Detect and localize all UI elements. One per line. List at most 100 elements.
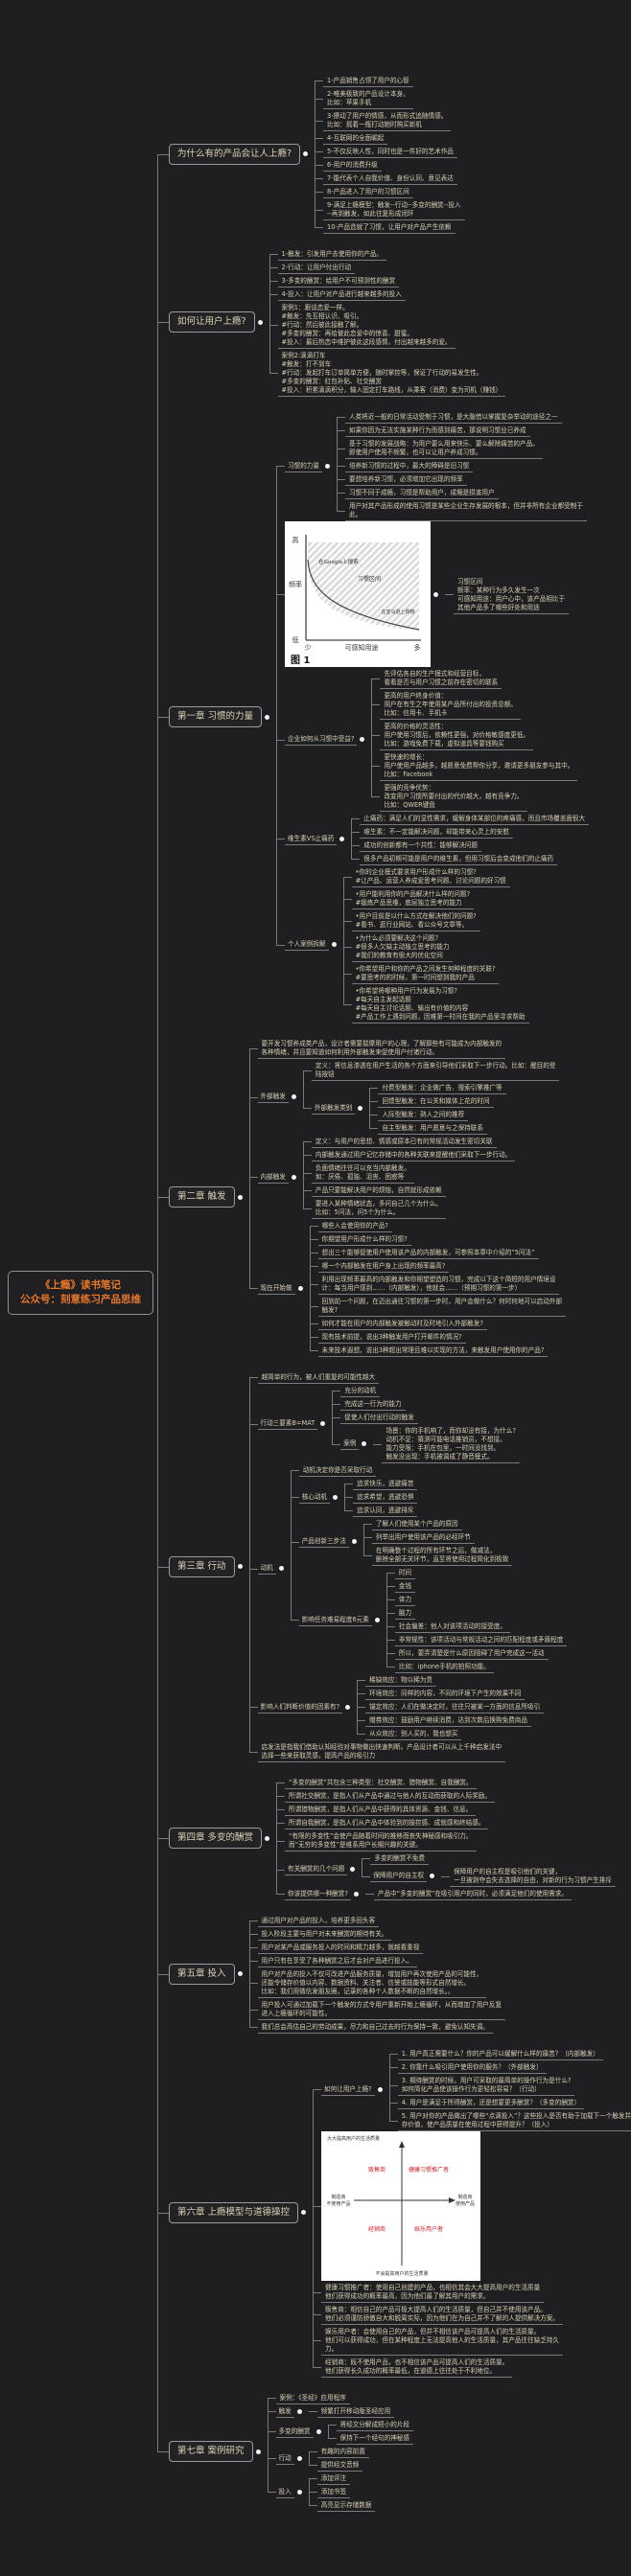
collapse-toggle-icon[interactable] xyxy=(331,942,337,947)
note-text[interactable]: 用户只有在享受了各种酬赏之后才会对产品进行投入。 xyxy=(257,1954,417,1967)
note-text[interactable]: 经销商：既不使用产品，也不相信该产品可提高人们的生活质量。 他们获得长久成功的概… xyxy=(321,2356,513,2378)
note-text[interactable]: 频繁打开移动版圣经应用 xyxy=(316,2404,395,2418)
note-text[interactable]: 定义：与用户的思想、情感或原本已有的常规活动发生密切关联 xyxy=(311,1135,497,1148)
note-text[interactable]: 先评估各自的生产模式和经营目标， 看看是否与用户习惯之前存在密切的联系 xyxy=(380,667,502,689)
note-text[interactable]: 1. 用户真正需要什么？你的产品可以缓解什么样的痛苦？（内部触发） xyxy=(397,2047,603,2060)
note-text[interactable]: 自主型触发：用户愿意与之保持联系 xyxy=(378,1121,487,1135)
collapse-toggle-icon[interactable] xyxy=(296,2489,302,2495)
collapse-toggle-icon[interactable] xyxy=(296,2408,302,2414)
note-text[interactable]: 如果你因为无法实施某种行为而感到痛苦，那说明习惯业已养成 xyxy=(345,424,530,437)
topic-title[interactable]: 触发 xyxy=(275,2405,294,2418)
note-text[interactable]: 贩售商：相信自己的产品可极大提高人们的生活质量，但自己并不使用该产品。 他们必须… xyxy=(321,2303,563,2325)
note-text[interactable]: 用户投入可通过加载下一个触发的方式令用户重新开始上瘾循环，从而增加了用户反复 进… xyxy=(257,1998,506,2020)
note-text[interactable]: 促使人们付出行动的触发 xyxy=(340,1411,418,1424)
note-text[interactable]: 9-满足上瘾模型：触发--行动--多变的酬赏--投入 --再到触发，如此往复形成… xyxy=(323,198,465,220)
note-text[interactable]: 非常规性：该项活动与常规活动之间的匹配程度或矛盾程度 xyxy=(394,1633,568,1646)
collapse-toggle-icon[interactable] xyxy=(237,1971,243,1976)
collapse-toggle-icon[interactable] xyxy=(278,1566,284,1571)
note-text[interactable]: 案例2:滴滴打车 #触发：打不到车 #行动：发起打车订单简单方便，随时掌控等，保… xyxy=(277,349,506,397)
topic-title[interactable]: 维生素VS止痛药 xyxy=(285,833,338,845)
collapse-toggle-icon[interactable] xyxy=(339,836,345,841)
note-text[interactable]: 2-唯美极致的产品设计本身。 比如：苹果手机 xyxy=(323,87,413,109)
note-text[interactable]: 完成这一行为的能力 xyxy=(340,1397,406,1411)
topic-title[interactable]: 行动 xyxy=(275,2452,294,2465)
note-text[interactable]: 将经文分解成短小的片段 xyxy=(336,2418,414,2431)
note-text[interactable]: 要进入某种情绪状态，多问自己几个为什么。 比如：5问法，问5个为什么。 xyxy=(311,1197,446,1219)
collapse-toggle-icon[interactable] xyxy=(350,1867,356,1872)
note-text[interactable]: 案例：《圣经》应用程序 xyxy=(275,2391,350,2404)
note-text[interactable]: 2-行动：让用户付出行动 xyxy=(277,261,356,274)
topic-title[interactable]: 个人案例拆解 xyxy=(285,938,329,951)
collapse-toggle-icon[interactable] xyxy=(237,1564,243,1569)
note-text[interactable]: 5-不仅反映人性，同时也是一件好的艺术作品 xyxy=(323,145,457,158)
note-text[interactable]: 追求认同，逃避排斥 xyxy=(353,1504,418,1517)
note-text[interactable]: 娱乐用户者：会使用自己的产品，但并不相信该产品可提高人们的生活质量。 他们可以获… xyxy=(321,2325,563,2356)
note-text[interactable]: 动机决定你是否采取行动 xyxy=(298,1463,377,1477)
topic-title[interactable]: 保障用户的自主权 xyxy=(370,1870,428,1882)
topic-title[interactable]: 内部触发 xyxy=(257,1171,289,1184)
collapse-toggle-icon[interactable] xyxy=(345,1704,351,1710)
topic-title[interactable]: 外部触发 xyxy=(257,1091,289,1103)
collapse-toggle-icon[interactable] xyxy=(316,2428,321,2434)
chapter-title[interactable]: 第一章 习惯的力量 xyxy=(169,706,263,727)
chapter-title[interactable]: 为什么有的产品会让人上瘾? xyxy=(169,143,301,165)
note-text[interactable]: 比如：iphone手机的拍照功能。 xyxy=(394,1660,494,1673)
note-text[interactable]: 追求希望，逃避恐惧 xyxy=(353,1490,418,1504)
note-text[interactable]: 想出三个能够促使用户使用该产品的内部触发，可参照本章中介绍的“5问法” xyxy=(317,1246,539,1259)
note-text[interactable]: •用户目前是以什么方式在解决他们的问题? #看书、逛行业网站、看公众号文章等。 xyxy=(351,909,480,932)
collapse-toggle-icon[interactable] xyxy=(353,1891,359,1897)
chapter-title[interactable]: 第二章 触发 xyxy=(169,1186,235,1208)
note-text[interactable]: 产品只要能解决用户的烦恼，自然就形成依赖 xyxy=(311,1184,446,1197)
note-text[interactable]: 7-能代表个人自我价值、身份认同、意见表达 xyxy=(323,172,457,185)
note-text[interactable]: 5. 用户对你的产品做出了哪些“点滴投入”？这些投入是否有助于加载下一个触发并储… xyxy=(397,2109,631,2131)
note-text[interactable]: 定义：将信息渗透在用户生活的各个方面来引导他们采取下一步行动。比如：醒目的登 陆… xyxy=(311,1059,560,1081)
chapter-title[interactable]: 第七章 案例研究 xyxy=(169,2441,253,2462)
note-text[interactable]: 启发法是指我们借助认知经验对事物做出快速判断。产品设计者可以从上千种启发法中 选… xyxy=(257,1740,506,1762)
collapse-toggle-icon[interactable] xyxy=(333,1494,339,1500)
collapse-toggle-icon[interactable] xyxy=(377,2086,383,2092)
topic-title[interactable]: 你该提供哪一种酬赏? xyxy=(285,1888,351,1900)
topic-title[interactable]: 外部触发类别 xyxy=(311,1102,356,1115)
collapse-toggle-icon[interactable] xyxy=(374,1617,380,1622)
note-text[interactable]: 要开发习惯养成类产品，设计者需要揣摩用户的心理，了解那些有可能成为内部触发的 各… xyxy=(257,1037,506,1059)
note-text[interactable]: 添加评注 xyxy=(316,2472,351,2485)
collapse-toggle-icon[interactable] xyxy=(291,1094,296,1099)
topic-title[interactable]: 投入 xyxy=(275,2486,294,2498)
topic-title[interactable]: 案例 xyxy=(340,1438,360,1450)
note-text[interactable]: 所谓猎物酬赏，是指人们从产品中获得的具体资源、金钱、信息。 xyxy=(285,1803,477,1816)
note-text[interactable]: 添加书签 xyxy=(316,2485,351,2498)
note-text[interactable]: 社会偏差：他人对该项活动的接受度。 xyxy=(394,1620,510,1633)
note-text[interactable]: 利用出现频率最高的内部触发和你期望塑造的习惯，完成以下这个简短的用户情境设 计：… xyxy=(317,1273,560,1295)
note-text[interactable]: 越简单的行为，被人们重复的可能性越大 xyxy=(257,1370,380,1384)
note-text[interactable]: “多变的酬赏”共包含三种类型：社交酬赏、猎物酬赏、自我酬赏。 xyxy=(285,1776,477,1789)
note-text[interactable]: 列举出用户使用该产品的必经环节 xyxy=(371,1530,475,1544)
collapse-toggle-icon[interactable] xyxy=(433,591,439,597)
note-text[interactable]: 投入阶段主要与用户对未来酬赏的期待有关。 xyxy=(257,1927,392,1941)
topic-title[interactable]: 核心动机 xyxy=(298,1491,331,1504)
note-text[interactable]: 通过用户对产品的投入，培养更多回头客 xyxy=(257,1914,380,1927)
collapse-toggle-icon[interactable] xyxy=(325,463,330,469)
chapter-title[interactable]: 如何让用户上瘾? xyxy=(169,311,255,333)
topic-title[interactable]: 习惯的力量 xyxy=(285,460,322,472)
note-text[interactable]: 习惯区间 频率：某种行为多久发生一次 可感知用途：用户心中，该产品相比于 其他产… xyxy=(454,575,570,614)
note-text[interactable]: 10-产品造就了习惯，让用户对产品产生依赖 xyxy=(323,220,456,234)
note-text[interactable]: 回到前一个问题，在迈出通往习惯的第一步时，用户会做什么？何时何地可以启动外部 触… xyxy=(317,1295,567,1317)
note-text[interactable]: 更强的竞争优势： 改变用户习惯所要付出的代价越大，越有竞争力。 比如：QWER键… xyxy=(380,781,527,812)
note-text[interactable]: 金钱 xyxy=(394,1579,416,1593)
note-text[interactable]: 提供经文音频 xyxy=(316,2458,363,2472)
collapse-toggle-icon[interactable] xyxy=(301,2210,307,2215)
note-text[interactable]: 4-投入：让用户对产品进行越来越多的投入 xyxy=(277,288,406,301)
note-text[interactable]: 多变的酬赏不免费 xyxy=(370,1852,430,1865)
note-text[interactable]: 人类将近一般的日常活动受制于习惯，是大脑借以掌握复杂举动的途径之一 xyxy=(345,410,562,424)
topic-title[interactable]: 如何让用户上瘾? xyxy=(321,2083,375,2096)
topic-title[interactable]: 有关酬赏的几个问题 xyxy=(285,1863,348,1875)
collapse-toggle-icon[interactable] xyxy=(430,1874,435,1878)
note-text[interactable]: 所谓社交酬赏，是指人们从产品中通过与他人的互动而获取的人际奖励。 xyxy=(285,1789,496,1803)
note-text[interactable]: 3. 期待酬赏的时候，用户可采取的最简单的操作行为是什么? 如何简化产品使该操作… xyxy=(397,2074,575,2096)
note-text[interactable]: •用户能利用你的产品解决什么样的问题? #锻炼产品思维，底层独立思考的能力 xyxy=(351,887,475,909)
note-text[interactable]: 更高的价格的灵活性： 用户使用习惯后，依赖性更强，对价格敏感度更低。 比如：游戏… xyxy=(380,720,534,750)
collapse-toggle-icon[interactable] xyxy=(320,1421,326,1426)
note-text[interactable]: 负面情绪往往可以充当内部触发。 如：厌倦、孤独、沮丧、困惑等 xyxy=(311,1162,414,1184)
note-text[interactable]: 2. 你靠什么吸引用户使用你的服务？（外部触发） xyxy=(397,2060,547,2074)
note-text[interactable]: 锚定效应：人们在做决定时，往往只被某一方面的信息所吸引 xyxy=(365,1700,545,1714)
